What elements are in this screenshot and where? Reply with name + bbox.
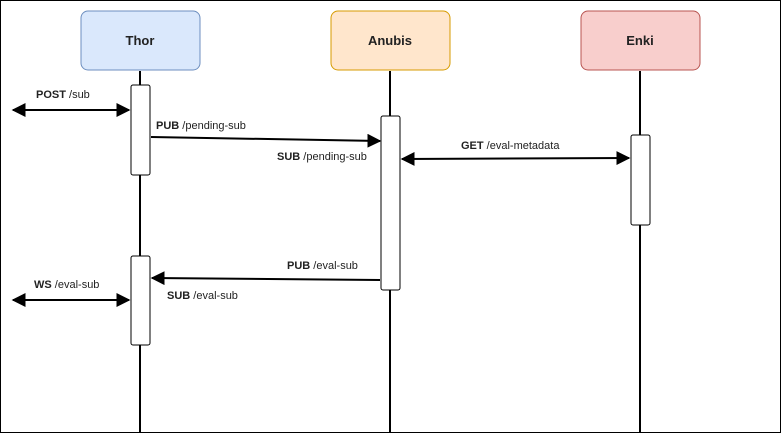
activation-enki — [630, 134, 651, 226]
msg-pub-eval-sub: PUB /eval-sub — [287, 260, 358, 272]
activation-thor-2 — [130, 255, 151, 346]
activation-thor-1 — [130, 84, 151, 176]
actor-thor-label: Thor — [126, 33, 155, 48]
msg-sub-eval-sub: SUB /eval-sub — [167, 290, 238, 302]
actor-thor: Thor — [80, 10, 201, 71]
actor-enki-label: Enki — [626, 33, 653, 48]
actor-enki: Enki — [580, 10, 701, 71]
actor-anubis-label: Anubis — [368, 33, 412, 48]
activation-anubis — [380, 115, 401, 291]
arrow-pub-eval-sub — [150, 271, 381, 286]
arrow-get-eval-metadata — [400, 151, 631, 166]
arrow-pub-pending-sub — [150, 133, 382, 148]
msg-sub-pending-sub: SUB /pending-sub — [277, 151, 367, 163]
msg-post-sub: POST /sub — [36, 89, 90, 101]
msg-get-eval-metadata: GET /eval-metadata — [461, 140, 560, 152]
actor-anubis: Anubis — [330, 10, 451, 71]
msg-ws-eval-sub: WS /eval-sub — [34, 279, 99, 291]
msg-pub-pending-sub: PUB /pending-sub — [156, 120, 246, 132]
